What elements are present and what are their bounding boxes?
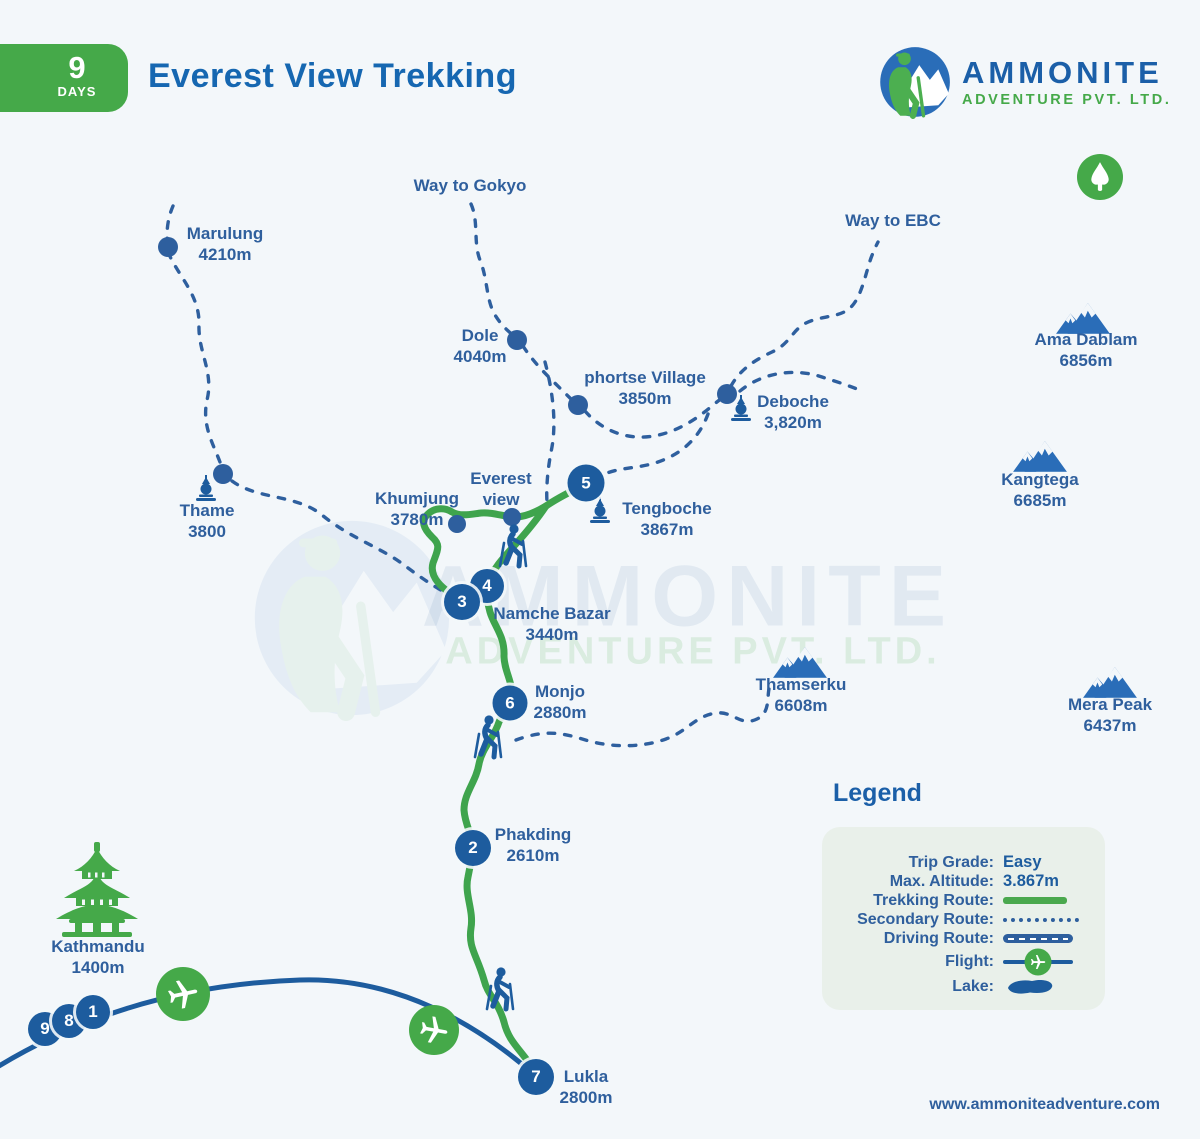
hiker-icon-monjo bbox=[470, 714, 506, 760]
legend-row-max-altitude: Max. Altitude: 3.867m bbox=[889, 872, 1059, 890]
website-url: www.ammoniteadventure.com bbox=[929, 1096, 1160, 1113]
secondary-route-deboche-east bbox=[738, 370, 866, 394]
max-altitude-value: 3.867m bbox=[1003, 872, 1059, 890]
plane-glyph bbox=[165, 976, 201, 1012]
day-marker-3: 3 bbox=[444, 584, 480, 620]
days-badge: 9 DAYS bbox=[0, 44, 128, 112]
watermark-line2: ADVENTURE PVT. LTD. bbox=[445, 630, 941, 673]
pagoda-icon-kathmandu bbox=[49, 841, 145, 937]
legend-box: Trip Grade: Easy Max. Altitude: 3.867m T… bbox=[822, 827, 1105, 1010]
dot-marulung bbox=[158, 237, 178, 257]
tree-icon bbox=[1077, 154, 1123, 200]
brand-logo: AMMONITE ADVENTURE PVT. LTD. bbox=[876, 44, 1171, 120]
day-marker-6: 6 bbox=[492, 685, 528, 721]
plane-icon-2 bbox=[409, 1005, 459, 1055]
trip-grade-value: Easy bbox=[1003, 853, 1042, 871]
dot-everest-view bbox=[503, 508, 521, 526]
plane-icon-1 bbox=[156, 967, 210, 1021]
legend-row-driving: Driving Route: bbox=[822, 929, 1087, 948]
legend-row-secondary: Secondary Route: bbox=[822, 910, 1087, 929]
legend-row-trekking: Trekking Route: bbox=[822, 891, 1087, 910]
stupa-icon-tengboche bbox=[589, 497, 611, 525]
secondary-route-deboche-tengboche bbox=[599, 412, 710, 478]
stupa-icon-deboche bbox=[730, 395, 752, 423]
day-marker-5: 5 bbox=[567, 464, 605, 502]
hiker-icon-everest-view bbox=[495, 523, 531, 569]
plane-icon-legend bbox=[1024, 948, 1052, 975]
flight-swatch bbox=[1003, 948, 1073, 975]
secondary-route-phortse-deboche bbox=[583, 396, 724, 439]
legend-title: Legend bbox=[833, 779, 922, 807]
legend-row-flight: Flight: bbox=[822, 948, 1087, 975]
secondary-route-thame-namche bbox=[230, 479, 452, 597]
label-way-to-gokyo: Way to Gokyo bbox=[413, 176, 527, 195]
brand-name: AMMONITE bbox=[962, 54, 1163, 90]
trekking-route-swatch bbox=[1003, 897, 1067, 904]
secondary-route-gokyo bbox=[469, 202, 573, 401]
label-way-to-ebc: Way to EBC bbox=[845, 211, 941, 230]
brand-text: AMMONITE ADVENTURE PVT. LTD. bbox=[962, 54, 1172, 108]
dot-khumjung bbox=[448, 515, 466, 533]
dot-phortse bbox=[568, 395, 588, 415]
secondary-route-ebc bbox=[729, 240, 880, 388]
plane-glyph bbox=[418, 1014, 450, 1046]
day-marker-1: 1 bbox=[76, 995, 110, 1029]
days-badge-label: DAYS bbox=[57, 84, 97, 99]
lake-icon bbox=[1003, 977, 1057, 997]
dot-dole bbox=[507, 330, 527, 350]
secondary-route-everestview-north bbox=[543, 360, 556, 504]
brand-subtitle: ADVENTURE PVT. LTD. bbox=[962, 91, 1172, 108]
legend-row-lake: Lake: bbox=[822, 975, 1087, 999]
driving-route-swatch bbox=[1003, 934, 1073, 943]
dot-deboche bbox=[717, 384, 737, 404]
mountain-icon-kangtega bbox=[1013, 439, 1067, 472]
secondary-route-swatch bbox=[1003, 917, 1079, 922]
dot-thame bbox=[213, 464, 233, 484]
days-badge-number: 9 bbox=[68, 50, 86, 85]
hiker-icon-lukla bbox=[482, 966, 518, 1012]
secondary-route-monjo-thamserku bbox=[514, 687, 771, 748]
day-marker-2: 2 bbox=[455, 830, 491, 866]
legend-row-trip-grade: Trip Grade: Easy bbox=[908, 853, 1042, 871]
trekking-route-main bbox=[460, 583, 540, 1077]
day-marker-7: 7 bbox=[518, 1059, 554, 1095]
tree-glyph bbox=[1087, 161, 1113, 193]
watermark-line1: AMMONITE bbox=[421, 548, 955, 645]
page-title: Everest View Trekking bbox=[148, 57, 517, 95]
